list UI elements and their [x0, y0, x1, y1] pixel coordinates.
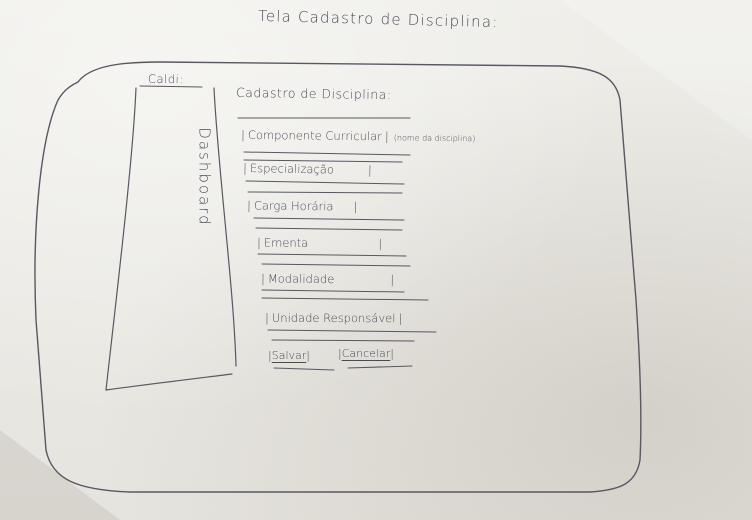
field-label: Componente Curricular	[247, 127, 382, 144]
field-label: Modalidade	[267, 271, 335, 287]
sidebar-heading: Caldi:	[147, 71, 184, 87]
save-button[interactable]: |Salvar|	[268, 349, 310, 362]
field-unidade-responsavel[interactable]: |Unidade Responsável|	[264, 310, 403, 326]
form-heading: Cadastro de Disciplina:	[235, 84, 392, 103]
window-frame	[34, 61, 642, 493]
field-label: Carga Horária	[253, 198, 334, 214]
field-label: Unidade Responsável	[271, 310, 396, 326]
sidebar-panel-left	[105, 87, 137, 391]
field-ementa[interactable]: |Ementa|	[256, 235, 383, 251]
field-modalidade[interactable]: |Modalidade|	[260, 271, 395, 287]
sidebar-heading-underline	[139, 85, 203, 88]
field-note: (nome da disciplina)	[393, 133, 476, 144]
cancel-button-label: Cancelar	[341, 347, 391, 360]
save-button-label: Salvar	[271, 349, 307, 362]
sidebar-item-dashboard[interactable]: Dashboard	[195, 127, 214, 227]
field-label: Ementa	[263, 235, 309, 250]
field-especializacao[interactable]: |Especialização|	[242, 160, 372, 178]
field-componente-curricular[interactable]: |Componente Curricular|(nome da discipli…	[240, 127, 476, 144]
sidebar-panel-right	[213, 87, 237, 367]
cancel-button[interactable]: |Cancelar|	[338, 347, 394, 360]
field-label: Especialização	[249, 160, 335, 177]
sidebar-panel-bottom	[105, 373, 233, 391]
field-carga-horaria[interactable]: |Carga Horária|	[246, 198, 358, 214]
